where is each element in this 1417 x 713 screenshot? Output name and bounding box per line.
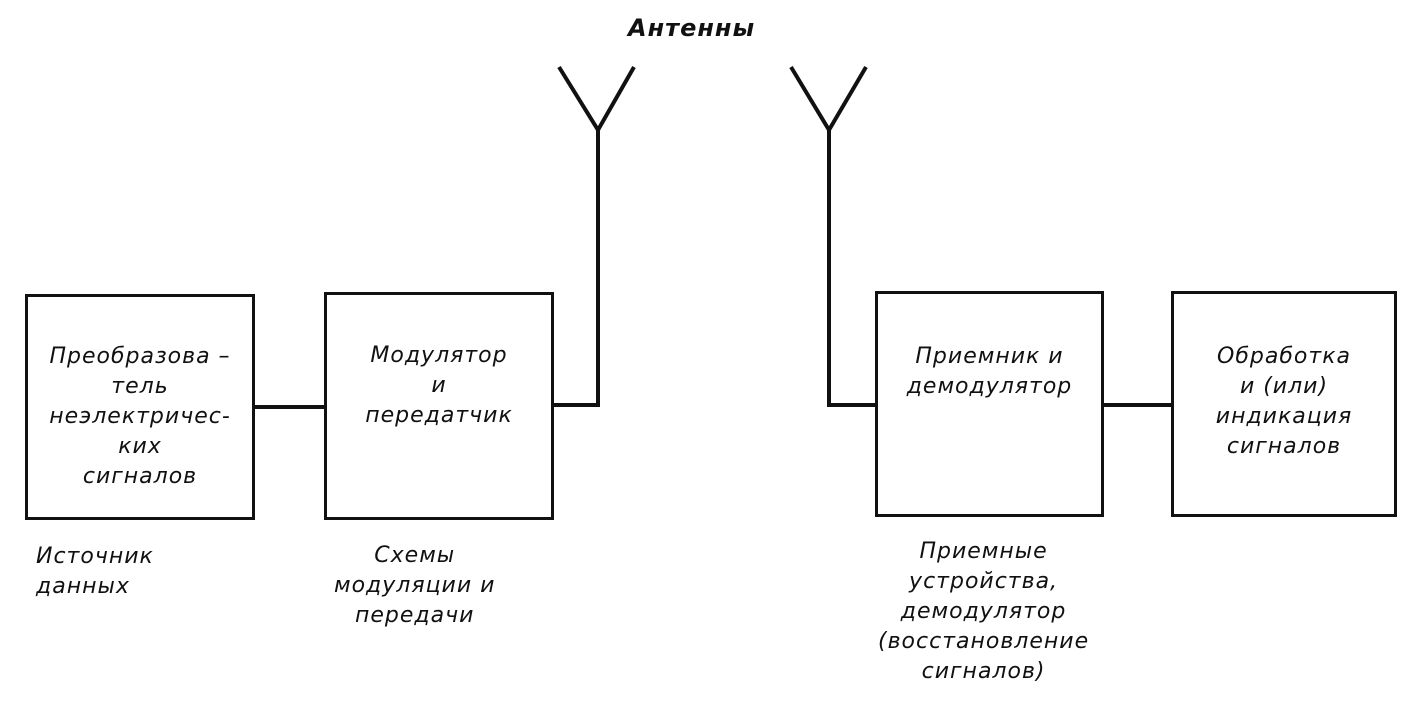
feed-line-transmit [552, 130, 600, 407]
transmit-antenna-icon [557, 65, 636, 134]
feed-line-receive [827, 130, 877, 407]
receive-antenna-icon [789, 65, 868, 134]
converter-block-label: Преобразова – тель неэлектричес- ких сиг… [49, 344, 231, 489]
modulator-block: Модулятор и передатчик [324, 292, 554, 520]
transmission-caption: Схемы модуляции и передачи [334, 543, 496, 628]
antennas-label: Антенны [628, 14, 756, 42]
processing-block-label: Обработка и (или) индикация сигналов [1215, 344, 1353, 459]
converter-block: Преобразова – тель неэлектричес- ких сиг… [25, 294, 255, 520]
source-caption: Источник данных [36, 544, 154, 599]
reception-caption: Приемные устройства, демодулятор (восста… [878, 539, 1090, 684]
receiver-block: Приемник и демодулятор [875, 291, 1104, 517]
processing-block: Обработка и (или) индикация сигналов [1171, 291, 1397, 517]
modulator-block-label: Модулятор и передатчик [365, 343, 513, 428]
receiver-block-label: Приемник и демодулятор [906, 344, 1073, 399]
